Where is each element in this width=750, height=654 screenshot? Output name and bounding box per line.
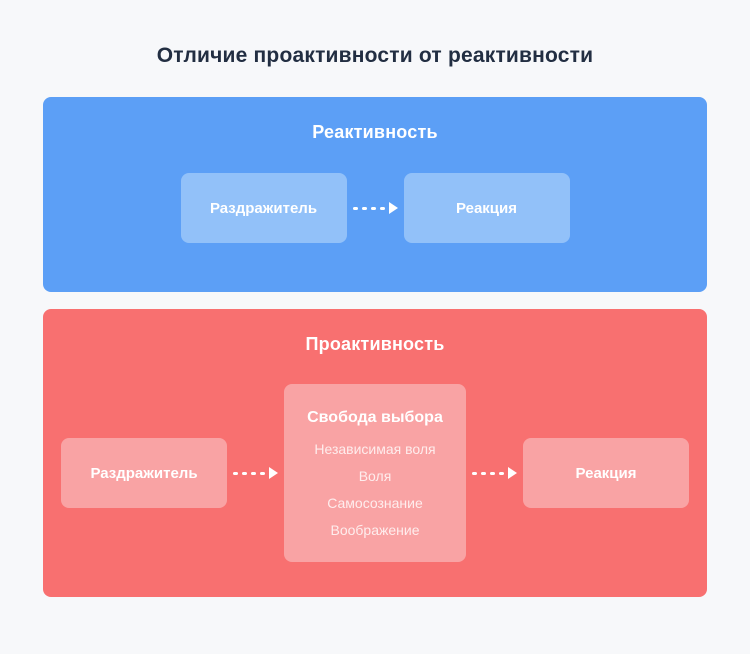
arrow-dash	[233, 471, 238, 475]
proactivity-stimulus-node: Раздражитель	[61, 438, 227, 508]
reactivity-heading: Реактивность	[312, 122, 438, 142]
arrow-dash	[481, 471, 486, 475]
arrow-head-icon	[388, 202, 398, 214]
arrow-head-icon	[508, 467, 517, 479]
arrow-dash	[352, 206, 358, 210]
dashed-arrow-icon	[347, 201, 404, 215]
arrow-dash	[370, 206, 376, 210]
freedom-of-choice-node: Свобода выбора Независимая воля Воля Сам…	[284, 384, 466, 562]
arrow-dash	[379, 206, 385, 210]
dashed-arrow-icon	[227, 466, 284, 480]
freedom-of-choice-title: Свобода выбора	[307, 409, 443, 426]
dashed-arrow-icon	[466, 466, 523, 480]
arrow-dash	[361, 206, 367, 210]
arrow-head-icon	[269, 467, 278, 479]
arrow-dash	[251, 471, 256, 475]
proactivity-flow: Раздражитель Свобода выбора Независимая …	[43, 384, 707, 562]
freedom-item-imagination: Воображение	[330, 522, 420, 538]
proactivity-reaction-node: Реакция	[523, 438, 689, 508]
proactivity-panel: Проактивность Раздражитель Свобода выбор…	[43, 309, 707, 597]
arrow-dash	[490, 471, 495, 475]
page-title: Отличие проактивности от реактивности	[156, 44, 594, 67]
arrow-dash	[242, 471, 247, 475]
freedom-item-independent-will: Независимая воля	[314, 441, 436, 457]
freedom-item-will: Воля	[358, 468, 392, 484]
arrow-dash	[260, 471, 265, 475]
reactivity-flow: Раздражитель Реакция	[43, 173, 707, 243]
arrow-dash	[499, 471, 504, 475]
freedom-item-self-awareness: Самосознание	[327, 495, 423, 511]
proactivity-heading: Проактивность	[305, 334, 445, 354]
reactivity-panel: Реактивность Раздражитель Реакция	[43, 97, 707, 292]
reactivity-stimulus-node: Раздражитель	[180, 173, 347, 243]
arrow-dash	[472, 471, 477, 475]
reactivity-reaction-node: Реакция	[403, 173, 570, 243]
